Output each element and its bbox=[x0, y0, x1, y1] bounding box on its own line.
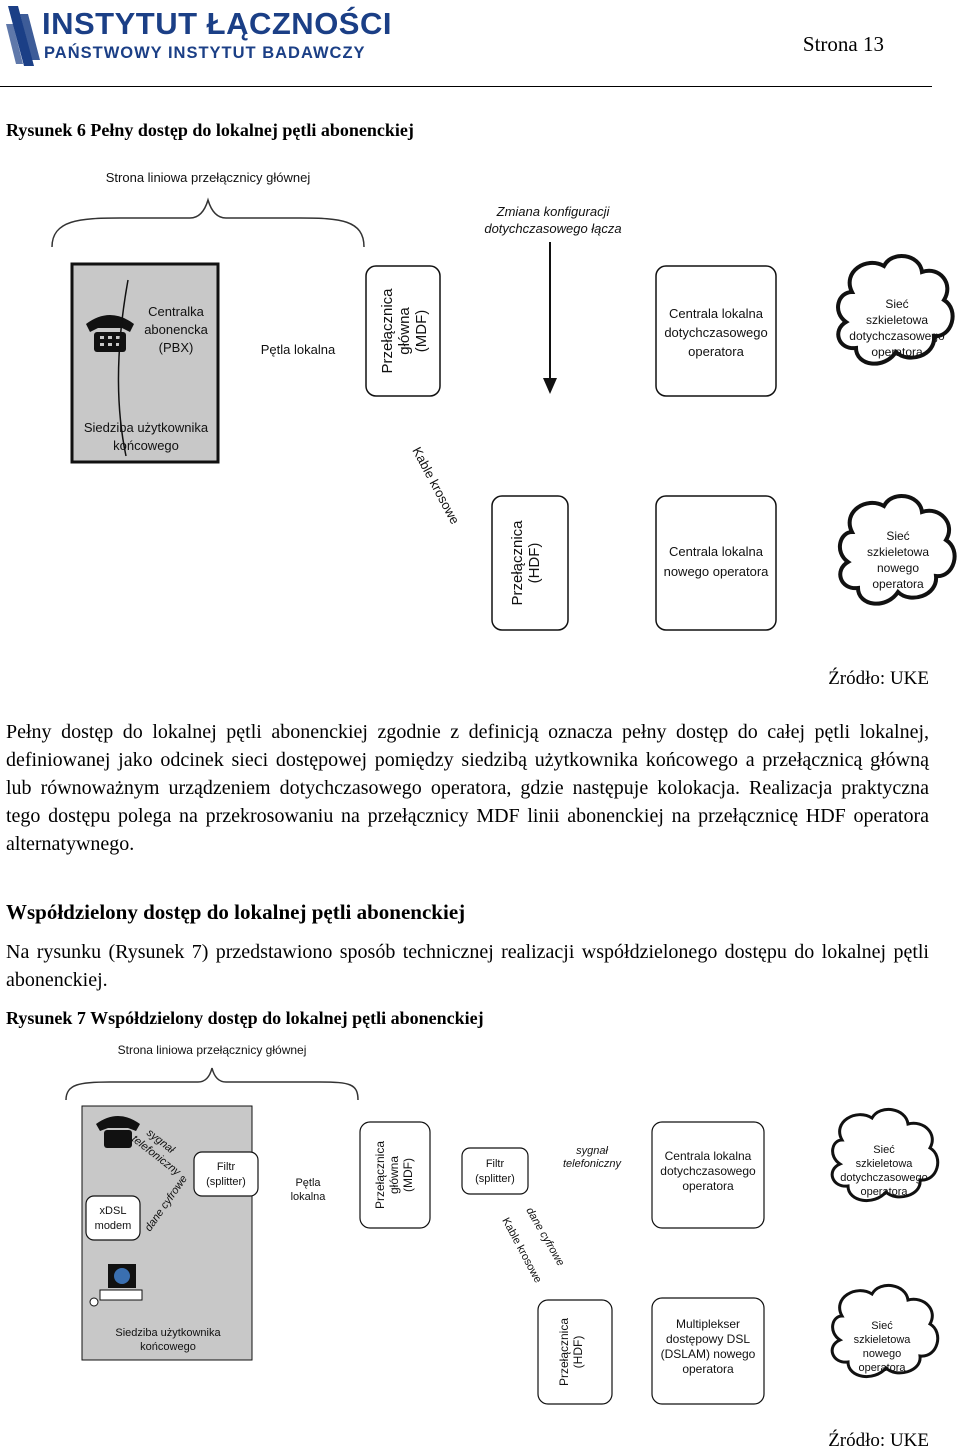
premises-label-2: końcowego bbox=[113, 438, 179, 453]
line-side-label: Strona liniowa przełącznicy głównej bbox=[106, 170, 311, 185]
new-exchange-label-2: nowego operatora bbox=[664, 564, 770, 579]
new-exchange-label-1: Centrala lokalna bbox=[669, 544, 764, 559]
figure-7-caption: Rysunek 7 Współdzielony dostęp do lokaln… bbox=[6, 1008, 484, 1028]
filter-label-2: (splitter) bbox=[206, 1176, 246, 1188]
incumbent-cloud-label-7-2: szkieletowa bbox=[856, 1158, 914, 1170]
local-loop-label: Pętla lokalna bbox=[261, 342, 336, 357]
mdf-label-7-2: główna bbox=[387, 1156, 401, 1194]
new-cloud-label-2: szkieletowa bbox=[867, 545, 929, 559]
mdf-label-1: Przełącznica bbox=[379, 288, 396, 374]
hdf-label-7-1: Przełącznica bbox=[557, 1318, 571, 1386]
change-arrow-icon bbox=[543, 378, 557, 394]
incumbent-cloud-label-7-4: operatora bbox=[860, 1186, 908, 1198]
figure-7-diagram: Strona liniowa przełącznicy głównej sygn… bbox=[65, 1043, 940, 1405]
computer-icon bbox=[89, 1264, 143, 1307]
incumbent-exchange-label-7-2: dotychczasowego bbox=[660, 1164, 756, 1178]
incumbent-exchange-box-7 bbox=[651, 1121, 765, 1229]
paragraph-shared-access: Na rysunku (Rysunek 7) przedstawiono spo… bbox=[6, 941, 929, 991]
section-heading: Współdzielony dostęp do lokalnej pętli a… bbox=[6, 900, 466, 924]
new-cloud-label-4: operatora bbox=[872, 577, 924, 591]
pbx-label-3: (PBX) bbox=[159, 340, 194, 355]
incumbent-cloud-label-1: Sieć bbox=[885, 297, 908, 311]
premises-label-1: Siedziba użytkownika bbox=[84, 420, 209, 435]
figure-6-caption: Rysunek 6 Pełny dostęp do lokalnej pętli… bbox=[6, 120, 414, 140]
dslam-label-4: operatora bbox=[682, 1362, 734, 1376]
logo-title: INSTYTUT ŁĄCZNOŚCI bbox=[42, 6, 392, 41]
dslam-label-1: Multiplekser bbox=[676, 1317, 740, 1331]
paragraph-full-access: Pełny dostęp do lokalnej pętli abonencki… bbox=[6, 721, 929, 855]
filter2-label-1: Filtr bbox=[486, 1158, 505, 1170]
dslam-label-2: dostępowy DSL bbox=[666, 1332, 750, 1346]
pbx-label-2: abonencka bbox=[144, 322, 208, 337]
premises-box bbox=[70, 262, 220, 464]
local-loop-label-7-1: Pętla bbox=[295, 1177, 321, 1189]
incumbent-cloud-label-2: szkieletowa bbox=[866, 313, 928, 327]
filter-box-exchange bbox=[461, 1147, 529, 1195]
incumbent-cloud-label-4: operatora bbox=[871, 345, 923, 359]
xdsl-label-1: xDSL bbox=[100, 1205, 127, 1217]
figure-6-source: Źródło: UKE bbox=[828, 668, 929, 689]
incumbent-backbone-cloud-icon-7 bbox=[830, 1108, 940, 1202]
new-cloud-label-1: Sieć bbox=[886, 529, 909, 543]
incumbent-exchange-label-3: operatora bbox=[688, 344, 744, 359]
xdsl-modem-box bbox=[85, 1195, 141, 1241]
page-number: Strona 13 bbox=[802, 32, 884, 56]
hdf-box bbox=[491, 495, 569, 631]
figure-6-diagram: Strona liniowa przełącznicy głównej Zmia… bbox=[51, 170, 957, 631]
mdf-box-7 bbox=[359, 1121, 431, 1229]
change-label-1: Zmiana konfiguracji bbox=[496, 204, 611, 219]
voice2-label-2: telefoniczny bbox=[563, 1158, 623, 1170]
incumbent-cloud-label-7-1: Sieć bbox=[873, 1144, 895, 1156]
incumbent-backbone-cloud-icon bbox=[836, 253, 955, 366]
xdsl-label-2: modem bbox=[95, 1220, 132, 1232]
mdf-label-7-1: Przełącznica bbox=[373, 1141, 387, 1209]
incumbent-cloud-label-7-3: dotychczasowego bbox=[840, 1172, 927, 1184]
incumbent-exchange-label-7-3: operatora bbox=[682, 1179, 734, 1193]
mdf-label-7-3: (MDF) bbox=[401, 1158, 415, 1192]
hdf-label-2: (HDF) bbox=[526, 543, 543, 584]
new-backbone-cloud-icon bbox=[837, 493, 957, 606]
new-backbone-cloud-icon-7 bbox=[830, 1284, 940, 1378]
new-cloud-label-7-1: Sieć bbox=[871, 1320, 893, 1332]
cables-label: Kable krosowe bbox=[409, 444, 462, 526]
incumbent-exchange-label-1: Centrala lokalna bbox=[669, 306, 764, 321]
hdf-box-7 bbox=[537, 1299, 613, 1405]
figure-7-source: Źródło: UKE bbox=[828, 1430, 929, 1451]
filter-box-premises bbox=[193, 1151, 259, 1197]
voice2-label-1: sygnał bbox=[576, 1145, 608, 1157]
dslam-label-3: (DSLAM) nowego bbox=[661, 1347, 756, 1361]
local-loop-label-7-2: lokalna bbox=[291, 1191, 327, 1203]
new-cloud-label-3: nowego bbox=[877, 561, 919, 575]
pbx-label-1: Centralka bbox=[148, 304, 204, 319]
filter-label-1: Filtr bbox=[217, 1161, 236, 1173]
mdf-label-2: główna bbox=[396, 307, 413, 355]
institute-logo-icon bbox=[6, 6, 40, 66]
new-exchange-box bbox=[655, 495, 777, 631]
logo-subtitle: PAŃSTWOWY INSTYTUT BADAWCZY bbox=[44, 44, 366, 62]
header-divider bbox=[0, 86, 932, 87]
new-cloud-label-7-3: nowego bbox=[863, 1348, 902, 1360]
new-cloud-label-7-2: szkieletowa bbox=[854, 1334, 912, 1346]
line-side-label-7: Strona liniowa przełącznicy głównej bbox=[118, 1043, 307, 1057]
incumbent-exchange-box bbox=[655, 265, 777, 397]
incumbent-exchange-label-7-1: Centrala lokalna bbox=[665, 1149, 752, 1163]
mdf-box bbox=[365, 265, 441, 397]
incumbent-cloud-label-3: dotychczasowego bbox=[849, 329, 945, 343]
dslam-box bbox=[651, 1297, 765, 1405]
incumbent-exchange-label-2: dotychczasowego bbox=[664, 325, 767, 340]
premises-label-7-1: Siedziba użytkownika bbox=[115, 1327, 221, 1339]
hdf-label-1: Przełącznica bbox=[509, 520, 526, 606]
filter2-label-2: (splitter) bbox=[475, 1173, 515, 1185]
telephone-icon-7 bbox=[96, 1116, 140, 1148]
hdf-label-7-2: (HDF) bbox=[571, 1336, 585, 1369]
premises-label-7-2: końcowego bbox=[140, 1341, 196, 1353]
change-label-2: dotychczasowego łącza bbox=[484, 221, 621, 236]
mdf-label-3: (MDF) bbox=[413, 310, 430, 352]
new-cloud-label-7-4: operatora bbox=[858, 1362, 906, 1374]
